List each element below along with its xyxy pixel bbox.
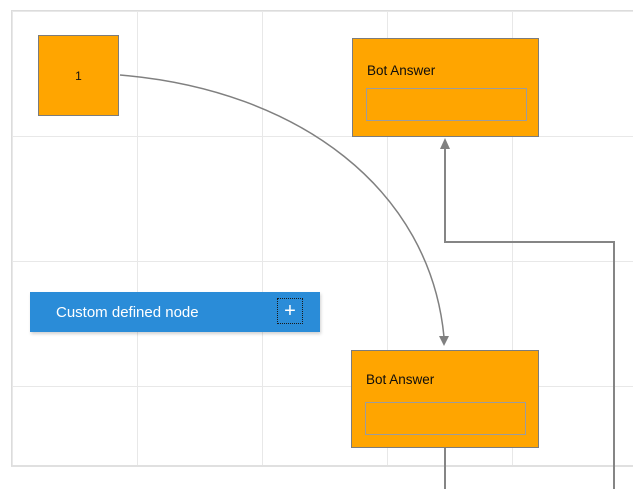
- arrowhead-down-icon: [439, 336, 449, 346]
- add-button[interactable]: +: [277, 298, 303, 324]
- node-bot-answer-bottom[interactable]: Bot Answer: [351, 350, 539, 448]
- bot-answer-top-input[interactable]: [366, 88, 527, 121]
- node-1-label: 1: [75, 68, 82, 83]
- node-custom-defined[interactable]: Custom defined node +: [30, 292, 320, 332]
- node-1[interactable]: 1: [38, 35, 119, 116]
- bot-answer-bottom-title: Bot Answer: [366, 372, 435, 387]
- plus-icon: +: [284, 300, 296, 322]
- arrowhead-up-icon: [440, 138, 450, 149]
- connector-ortho-bot-bottom-to-bot-top[interactable]: [444, 149, 615, 489]
- bot-answer-bottom-input[interactable]: [365, 402, 526, 435]
- bot-answer-top-title: Bot Answer: [367, 63, 436, 78]
- connector-curve-node1-to-bot-bottom[interactable]: [119, 74, 445, 338]
- node-bot-answer-top[interactable]: Bot Answer: [352, 38, 539, 137]
- custom-node-label: Custom defined node: [56, 303, 199, 321]
